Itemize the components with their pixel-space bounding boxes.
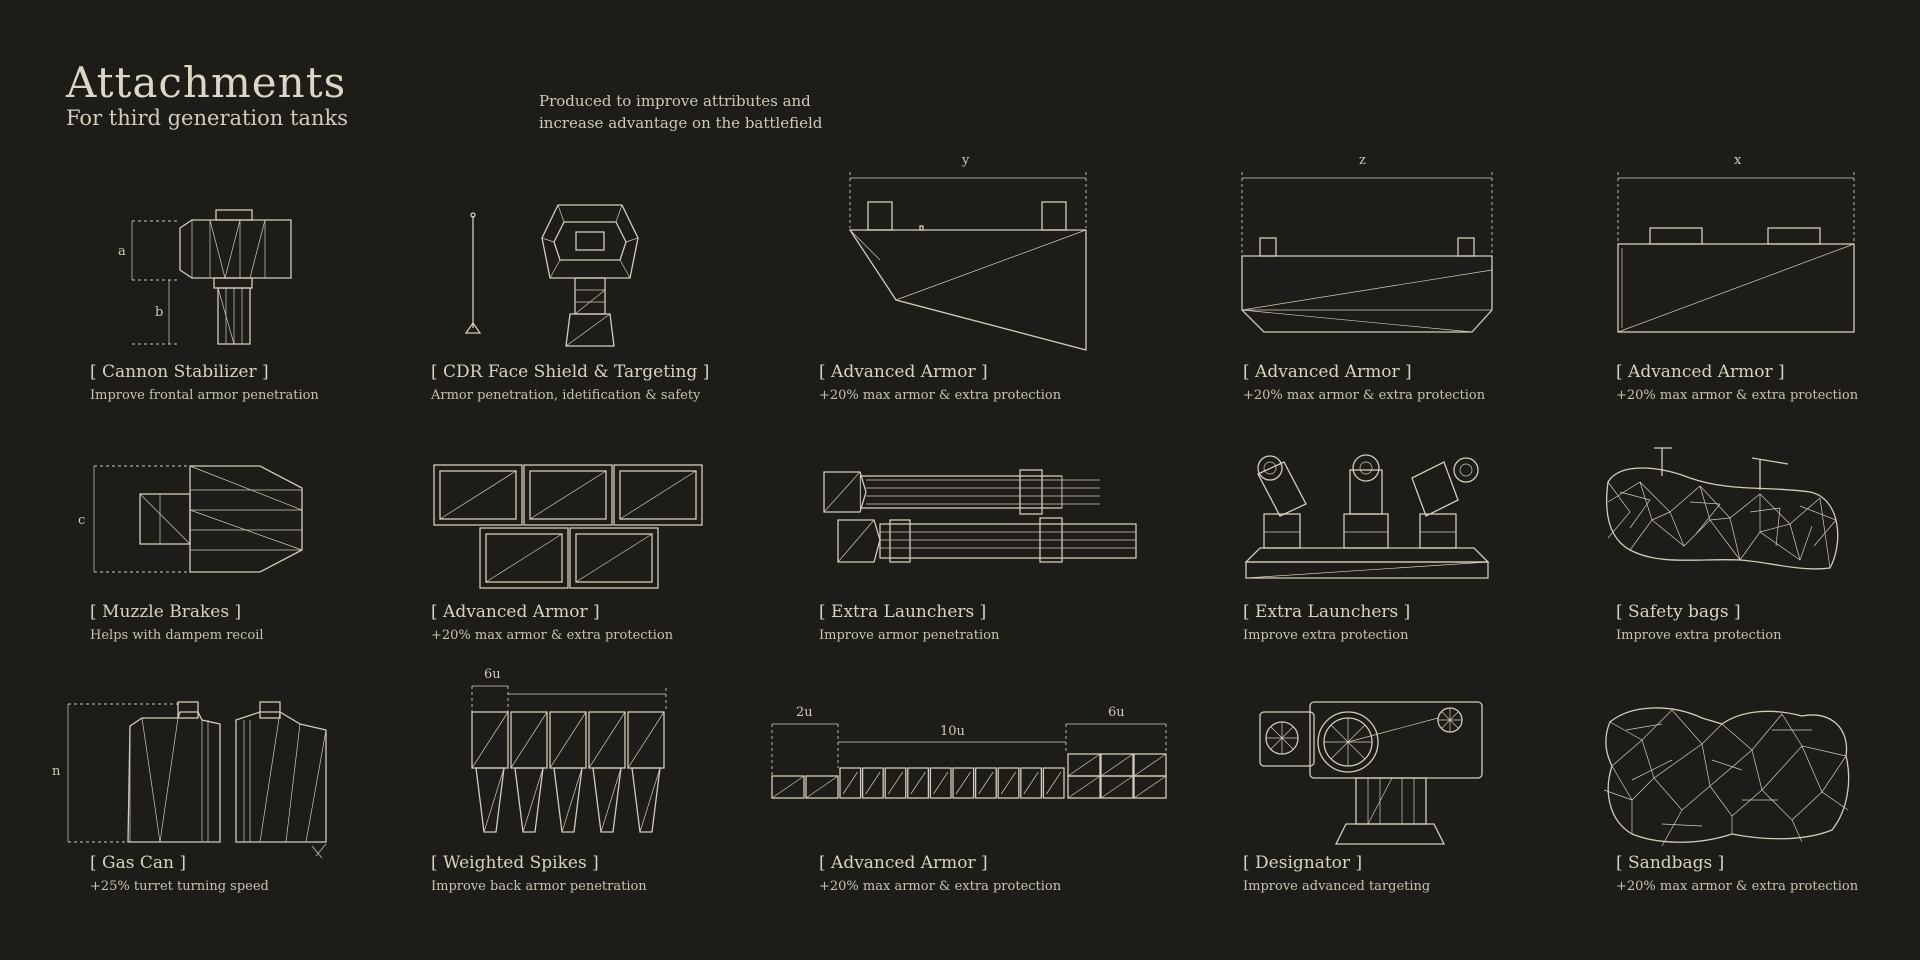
item-card: [ Safety bags ] Improve extra protection	[1616, 602, 1920, 643]
rail-segment	[907, 767, 930, 799]
advanced-armor-y-drawing: y	[840, 150, 1100, 364]
rail-mid-label: 10u	[940, 724, 965, 739]
rail-segment-brace	[933, 771, 949, 795]
launcher-tubes-drawing	[820, 468, 1137, 572]
item-desc: Armor penetration, idetification & safet…	[431, 388, 701, 403]
rail-segment-brace	[887, 771, 904, 795]
item-name: [ Extra Launchers ]	[1243, 602, 1411, 622]
item-desc: Improve back armor penetration	[431, 879, 647, 894]
armor-blocks-drawing	[432, 462, 712, 596]
item-card: [ Extra Launchers ] Improve extra protec…	[1243, 602, 1583, 643]
sandbags-drawing	[1602, 700, 1852, 854]
launcher-turrets-drawing	[1244, 452, 1494, 586]
item-desc: +20% max armor & extra protection	[1616, 388, 1859, 403]
rail-segment-brace	[1000, 771, 1017, 795]
item-name: [ Gas Can ]	[90, 853, 187, 873]
spike-group	[471, 711, 665, 833]
item-name: [ Advanced Armor ]	[1243, 362, 1412, 382]
item-card: [ Designator ] Improve advanced targetin…	[1243, 853, 1583, 894]
item-card: [ Extra Launchers ] Improve armor penetr…	[819, 602, 1159, 643]
advanced-armor-x-drawing: x	[1610, 150, 1870, 344]
rail-segment	[997, 767, 1020, 799]
dim-y-label: y	[961, 153, 970, 168]
rail-segment-brace	[865, 771, 881, 795]
item-card: [ Advanced Armor ] +20% max armor & extr…	[819, 853, 1159, 894]
safety-bags-drawing	[1600, 442, 1850, 586]
rail-segment-brace	[1046, 771, 1062, 795]
rail-segment	[974, 767, 997, 799]
item-card: [ Advanced Armor ] +20% max armor & extr…	[1616, 362, 1920, 403]
designator-drawing	[1256, 698, 1486, 852]
rail-segment-brace	[1023, 771, 1039, 795]
intro-line-1: Produced to improve attributes and	[539, 92, 811, 110]
face-shield-drawing	[460, 200, 690, 354]
intro-line-2: increase advantage on the battlefield	[539, 114, 823, 132]
rail-segment	[929, 767, 952, 799]
rail-segment	[884, 767, 907, 799]
item-card: [ Weighted Spikes ] Improve back armor p…	[431, 853, 771, 894]
armor-rail-drawing: 2u 10u 6u	[770, 702, 1170, 806]
rail-segment	[861, 767, 884, 799]
item-desc: Improve frontal armor penetration	[90, 388, 319, 403]
item-card: [ Advanced Armor ] +20% max armor & extr…	[431, 602, 771, 643]
item-desc: +20% max armor & extra protection	[1243, 388, 1486, 403]
item-desc: +20% max armor & extra protection	[819, 879, 1062, 894]
rail-segment-brace	[842, 771, 858, 795]
item-desc: +20% max armor & extra protection	[819, 388, 1062, 403]
dim-c-label: c	[78, 513, 85, 528]
dim-b-label: b	[155, 305, 163, 320]
item-desc: Improve armor penetration	[819, 628, 1000, 643]
item-card: [ Advanced Armor ] +20% max armor & extr…	[1243, 362, 1583, 403]
item-card: [ Sandbags ] +20% max armor & extra prot…	[1616, 853, 1920, 894]
item-name: [ Advanced Armor ]	[1616, 362, 1785, 382]
item-name: [ Designator ]	[1243, 853, 1363, 873]
item-name: [ Advanced Armor ]	[819, 362, 988, 382]
rail-segment-brace	[978, 771, 994, 795]
item-desc: +20% max armor & extra protection	[431, 628, 674, 643]
item-name: [ Sandbags ]	[1616, 853, 1725, 873]
rail-left-label: 2u	[796, 705, 813, 720]
rail-segment	[1020, 767, 1043, 799]
item-card: [ Gas Can ] +25% turret turning speed	[90, 853, 430, 894]
muzzle-brakes-drawing: c	[70, 460, 310, 584]
item-name: [ Muzzle Brakes ]	[90, 602, 242, 622]
item-card: [ Muzzle Brakes ] Helps with dampem reco…	[90, 602, 430, 643]
gas-can-drawing: n	[50, 696, 340, 870]
weighted-spikes-drawing: 6u	[470, 664, 680, 840]
rail-segment-brace	[955, 771, 971, 795]
item-desc: Helps with dampem recoil	[90, 628, 264, 643]
cannon-stabilizer-drawing: a b	[110, 200, 310, 354]
item-name: [ CDR Face Shield & Targeting ]	[431, 362, 710, 382]
item-desc: Improve advanced targeting	[1243, 879, 1431, 894]
dim-a-label: a	[118, 244, 126, 259]
dim-x-label: x	[1734, 153, 1742, 168]
rail-segment-brace	[910, 771, 926, 795]
dim-n-label: n	[52, 764, 61, 779]
item-name: [ Weighted Spikes ]	[431, 853, 599, 873]
dim-z-label: z	[1359, 153, 1366, 168]
page-subtitle: For third generation tanks	[66, 106, 348, 130]
rail-mid-segments	[839, 767, 1065, 799]
rail-right-label: 6u	[1108, 705, 1125, 720]
item-card: [ Advanced Armor ] +20% max armor & extr…	[819, 362, 1159, 403]
item-name: [ Extra Launchers ]	[819, 602, 987, 622]
intro-text: Produced to improve attributes and incre…	[539, 90, 959, 134]
item-name: [ Cannon Stabilizer ]	[90, 362, 269, 382]
rail-segment	[952, 767, 975, 799]
item-desc: +20% max armor & extra protection	[1616, 879, 1859, 894]
item-name: [ Advanced Armor ]	[819, 853, 988, 873]
rail-segment	[1042, 767, 1065, 799]
item-desc: +25% turret turning speed	[90, 879, 269, 894]
rail-segment	[839, 767, 862, 799]
item-name: [ Advanced Armor ]	[431, 602, 600, 622]
item-name: [ Safety bags ]	[1616, 602, 1741, 622]
item-desc: Improve extra protection	[1616, 628, 1782, 643]
item-card: [ Cannon Stabilizer ] Improve frontal ar…	[90, 362, 430, 403]
page-title: Attachments	[66, 58, 347, 107]
item-card: [ CDR Face Shield & Targeting ] Armor pe…	[431, 362, 771, 403]
item-desc: Improve extra protection	[1243, 628, 1409, 643]
spike-unit-label: 6u	[484, 667, 501, 682]
advanced-armor-z-drawing: z	[1230, 150, 1500, 344]
